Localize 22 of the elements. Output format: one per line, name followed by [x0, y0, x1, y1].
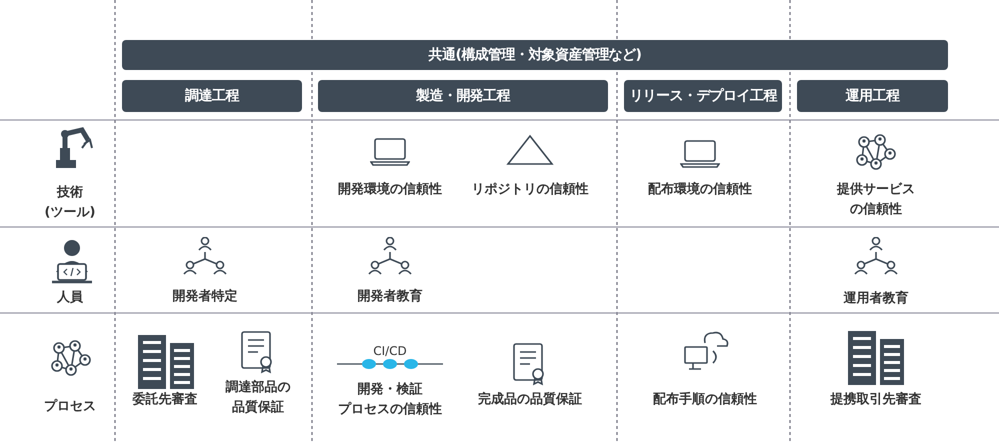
cell-label: 配布環境の信頼性 — [648, 180, 752, 199]
cell-label: 開発環境の信頼性 — [338, 180, 442, 199]
row-label: プロセス — [44, 398, 96, 416]
cell-label: 完成品の品質保証 — [478, 390, 582, 409]
cell-label: リポジトリの信頼性 — [472, 181, 588, 199]
cell-label: 委託先審査 — [132, 390, 198, 409]
row-label: 技術(ツール) — [44, 184, 96, 222]
pipeline-label: CI/CD — [373, 343, 407, 360]
banner-bar: 共通(構成管理・対象資産管理など) — [122, 40, 948, 70]
cell-label: 配布手順の信頼性 — [653, 390, 757, 409]
cell-label: 提携取引先審査 — [830, 390, 922, 409]
cell-label: 調達部品の品質保証 — [226, 378, 290, 417]
stage-header: 運用工程 — [797, 80, 948, 112]
cell-label: 開発者特定 — [172, 288, 238, 306]
cell-label: 運用者教育 — [844, 290, 908, 308]
stage-header: 調達工程 — [122, 80, 302, 112]
stage-header: 製造・開発工程 — [318, 80, 608, 112]
cell-label: 開発・検証プロセスの信頼性 — [338, 381, 442, 419]
cell-label: 提供サービスの信頼性 — [837, 181, 915, 219]
stage-header: リリース・デプロイ工程 — [624, 80, 782, 112]
row-label: 人員 — [57, 289, 83, 307]
cell-label: 開発者教育 — [358, 288, 422, 306]
